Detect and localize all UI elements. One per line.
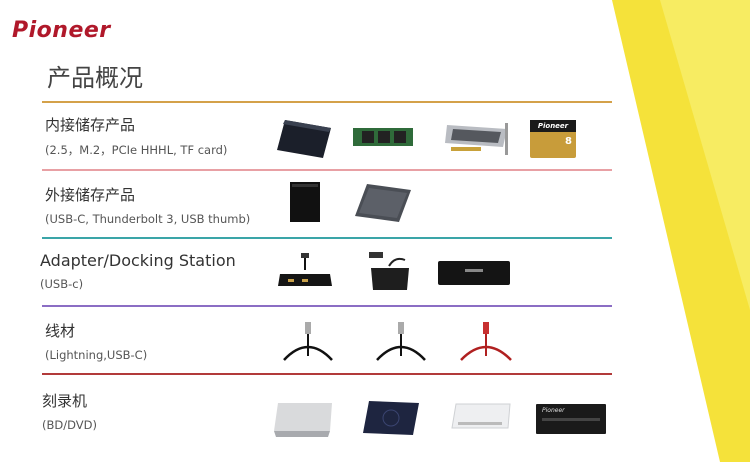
separator-5 <box>42 373 612 375</box>
section-title: 外接储存产品 <box>45 186 136 204</box>
usb-c-hub-image <box>278 253 332 286</box>
section-adapter-docking: Adapter/Docking Station (USB-c) <box>40 251 610 291</box>
pcie-ssd-image <box>445 123 508 155</box>
section-external-storage: 外接储存产品 (USB-C, Thunderbolt 3, USB thumb) <box>45 184 615 226</box>
section-title: 刻录机 <box>42 392 88 410</box>
optical-drive-silver-image <box>274 403 332 437</box>
section-subtitle: (USB-c) <box>40 277 84 291</box>
separator-4 <box>42 305 612 307</box>
section-subtitle: (2.5，M.2，PCIe HHHL, TF card) <box>45 143 228 157</box>
tf-card-image: Pioneer 8 <box>530 120 576 158</box>
external-drive-black-image <box>290 182 320 222</box>
cable-black-1-image <box>283 322 333 361</box>
internal-optical-drive-image: Pioneer <box>536 404 606 434</box>
docking-station-image <box>438 261 510 285</box>
page-title: 产品概况 <box>47 64 143 92</box>
optical-drive-navy-image <box>363 401 419 435</box>
section-title: 线材 <box>45 322 76 340</box>
tf-card-capacity: 8 <box>565 136 572 147</box>
external-ssd-grey-image <box>355 184 411 222</box>
optical-drive-white-image <box>451 403 511 429</box>
usb-c-adapter-image <box>369 252 409 290</box>
section-cables: 线材 (Lightning,USB-C) <box>45 320 615 362</box>
drive-tray <box>542 418 600 421</box>
drive-label: Pioneer <box>542 407 565 414</box>
separator-3 <box>42 237 612 239</box>
section-title: Adapter/Docking Station <box>40 251 236 270</box>
tf-card-label: Pioneer <box>530 120 576 132</box>
section-internal-storage: 内接储存产品 (2.5，M.2，PCIe HHHL, TF card) <box>45 114 615 158</box>
section-title: 内接储存产品 <box>45 116 136 134</box>
section-subtitle: (Lightning,USB-C) <box>45 348 148 362</box>
section-optical-drives: 刻录机 (BD/DVD) <box>42 390 612 432</box>
separator-1 <box>42 101 612 103</box>
section-subtitle: (USB-C, Thunderbolt 3, USB thumb) <box>45 212 251 226</box>
ssd-2-5-image <box>277 120 331 158</box>
m2-ssd-image <box>353 128 413 146</box>
cable-black-2-image <box>376 322 426 361</box>
separator-2 <box>42 169 612 171</box>
cable-red-image <box>460 322 512 361</box>
section-subtitle: (BD/DVD) <box>42 418 97 432</box>
pioneer-logo: Pioneer <box>12 18 111 43</box>
